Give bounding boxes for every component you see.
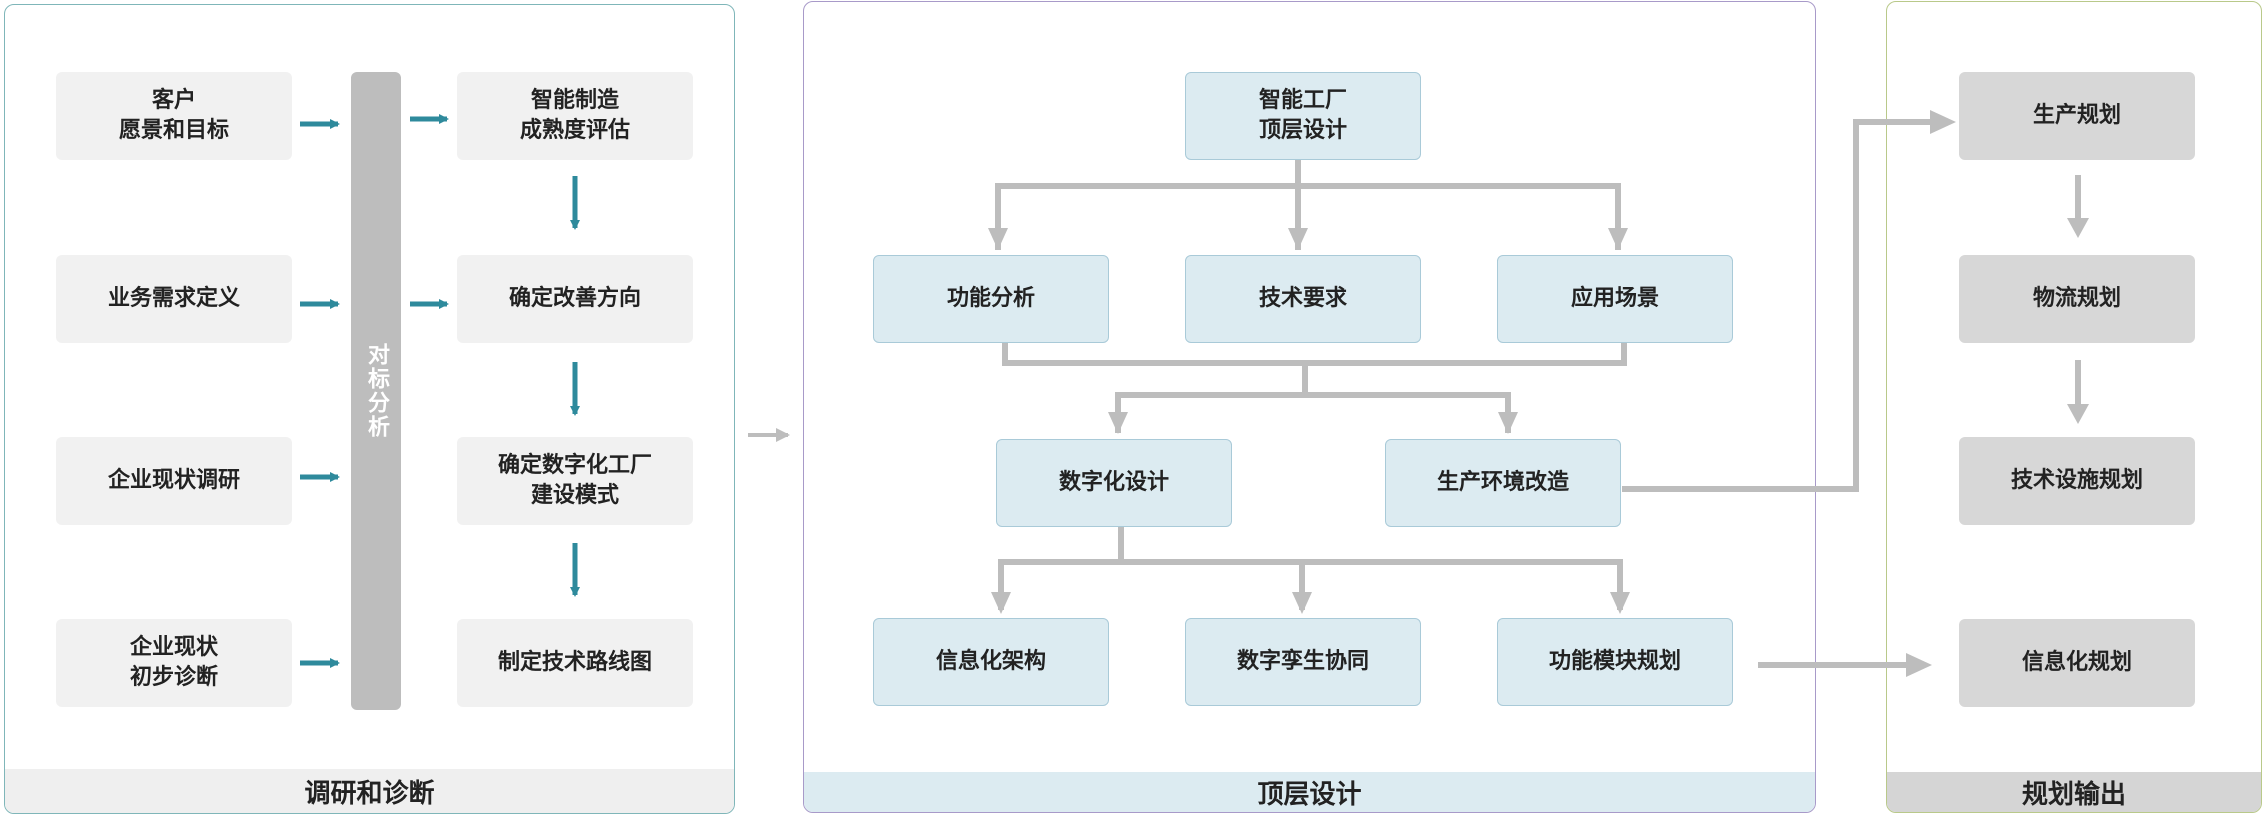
function-module-box: 功能模块规划 [1497,618,1733,706]
improvement-direction-box: 确定改善方向 [457,255,693,343]
tech-roadmap-box: 制定技术路线图 [457,619,693,707]
output-panel-footer: 规划输出 [1887,772,2261,812]
top-design-panel-title: 顶层设计 [1257,779,1362,810]
current-state-research-box: 企业现状调研 [56,437,292,525]
preliminary-diagnosis-box: 企业现状 初步诊断 [56,619,292,707]
top-design-panel-footer: 顶层设计 [804,772,1815,812]
logistics-planning-box: 物流规划 [1959,255,2195,343]
function-analysis-box: 功能分析 [873,255,1109,343]
benchmark-analysis-bar: 对标分析 [351,72,401,710]
maturity-assessment-box: 智能制造 成熟度评估 [457,72,693,160]
application-scenarios-box: 应用场景 [1497,255,1733,343]
customer-vision-box: 客户 愿景和目标 [56,72,292,160]
info-architecture-box: 信息化架构 [873,618,1109,706]
facility-planning-box: 技术设施规划 [1959,437,2195,525]
research-panel-title: 调研和诊断 [304,778,435,809]
digital-twin-box: 数字孪生协同 [1185,618,1421,706]
business-requirements-box: 业务需求定义 [56,255,292,343]
production-environment-box: 生产环境改造 [1385,439,1621,527]
output-panel-title: 规划输出 [2021,779,2126,810]
smart-factory-root-box: 智能工厂 顶层设计 [1185,72,1421,160]
digital-design-box: 数字化设计 [996,439,1232,527]
research-panel-footer: 调研和诊断 [5,769,734,813]
production-planning-box: 生产规划 [1959,72,2195,160]
benchmark-analysis-label: 对标分析 [364,343,389,439]
construction-mode-box: 确定数字化工厂 建设模式 [457,437,693,525]
tech-requirements-box: 技术要求 [1185,255,1421,343]
it-planning-box: 信息化规划 [1959,619,2195,707]
